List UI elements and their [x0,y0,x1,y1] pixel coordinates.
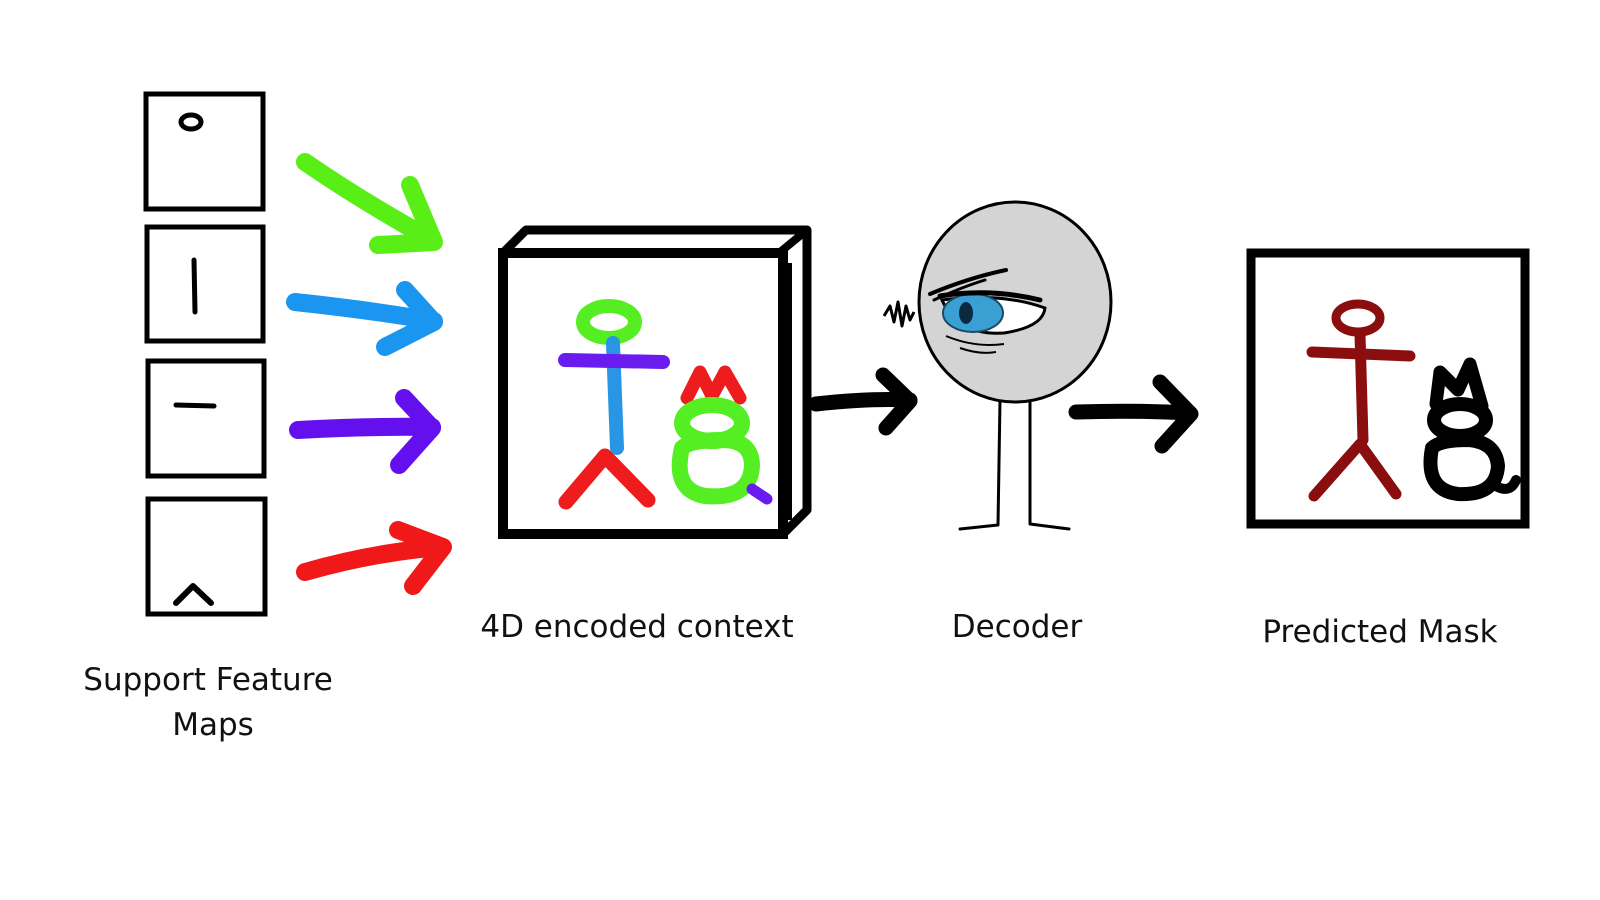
support-map-vertical [144,224,266,344]
horizontal-stroke-icon [173,402,217,409]
predicted-mask-drawing-icon [1306,299,1521,502]
support-map-circle [143,91,266,212]
support-feature-maps-label-line-1: Support Feature [83,662,333,698]
decoder-squiggle [882,300,916,328]
decoder-eyelid [937,290,1043,303]
mask-cat [1423,357,1521,502]
purple-arrow [289,389,441,474]
decoder-eye-bag [959,347,997,354]
cat-body [671,432,760,505]
blue-arrow [286,281,443,356]
decoder-label: Decoder [952,609,1083,645]
predicted-mask-label: Predicted Mask [1262,614,1497,650]
support-map-frame [145,358,267,479]
predicted-mask [1246,248,1530,529]
support-map-frame [143,91,266,212]
mask-figure [1306,299,1416,502]
cat-ears [680,365,747,405]
figure-arms [558,353,670,369]
support-feature-maps-label-line-2: Maps [172,707,254,743]
support-map-frame [145,496,268,617]
support-map-caret [145,496,268,617]
decoder-eyebrow [928,268,1008,296]
vertical-stroke-icon [191,257,198,315]
support-map-frame [144,224,266,344]
support-map-horizontal [145,358,267,479]
red-arrow [296,521,452,595]
decoder-left-leg [996,399,1002,526]
decoder-character-icon [882,200,1113,531]
context-label: 4D encoded context [480,609,793,645]
decoder-eye-pupil [959,302,973,324]
cat-tail [746,483,773,505]
support-feature-maps-label: Support Feature Maps [83,662,342,743]
context-to-decoder-arrow [808,367,918,436]
decoder-eye-bag [945,335,1005,346]
decoder-left-foot [958,523,1000,531]
circle-stroke-icon [178,112,204,132]
decoder-to-mask-arrow [1068,374,1199,454]
stick-figure-and-cat-cube-icon [558,299,773,510]
figure-legs [558,448,656,510]
decoder-right-foot [1028,522,1071,531]
green-arrow [296,153,443,254]
support-feature-maps [143,91,268,617]
support-arrows [286,153,452,595]
context-cube [498,225,812,539]
caret-stroke-icon [173,583,214,606]
